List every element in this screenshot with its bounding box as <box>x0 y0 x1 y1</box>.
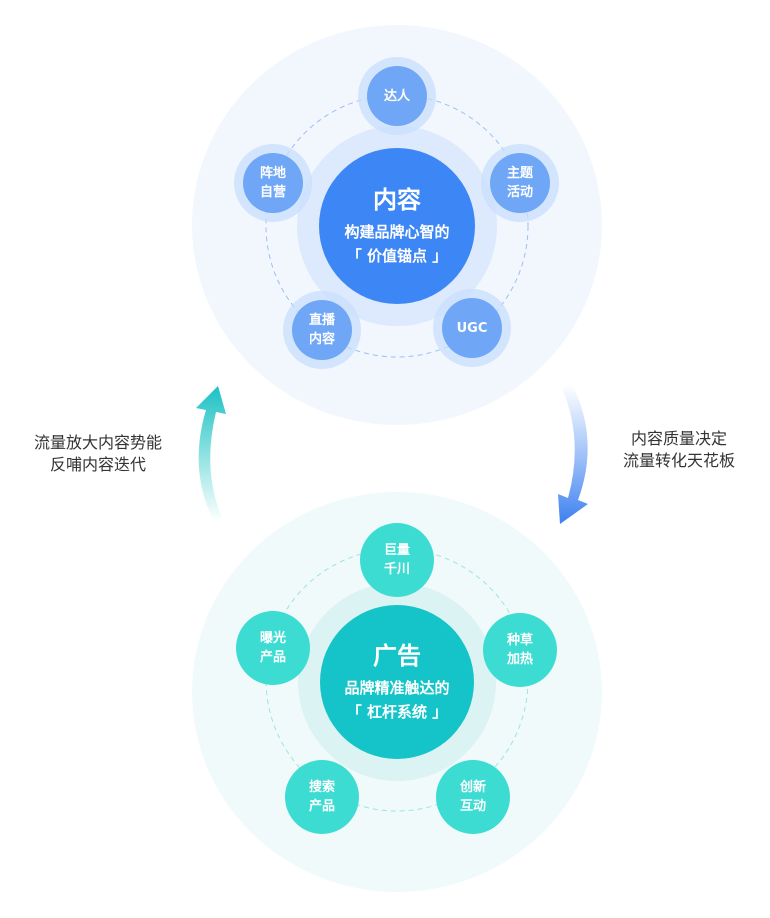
satellite-label: 千川 <box>383 562 410 577</box>
ad-title: 广告 <box>373 642 421 670</box>
satellite-label: 主题 <box>506 166 533 181</box>
satellite-label: 搜索 <box>308 780 335 795</box>
satellite-node: 曝光产品 <box>236 611 310 685</box>
satellite-label: 直播 <box>308 313 335 328</box>
satellite-label: 曝光 <box>259 631 286 646</box>
satellite-label: 种草 <box>506 633 533 648</box>
satellite-label: 创新 <box>459 780 486 795</box>
satellite-label: UGC <box>456 320 488 336</box>
ad-subtitle-2: 「 杠杆系统 」 <box>346 703 448 721</box>
satellite-label: 互动 <box>459 799 486 814</box>
satellite-label: 活动 <box>506 185 533 200</box>
satellite-label: 阵地 <box>259 166 286 181</box>
left-up-arrow <box>196 386 226 522</box>
right-label-line1: 内容质量决定 <box>630 429 727 448</box>
left-label-line1: 流量放大内容势能 <box>33 433 162 452</box>
satellite-node: 巨量千川 <box>360 523 434 597</box>
satellite-node: 搜索产品 <box>285 760 359 834</box>
satellite-node: 直播内容 <box>292 300 352 360</box>
satellite-node: 种草加热 <box>483 613 557 687</box>
satellite-node: 创新互动 <box>436 760 510 834</box>
content-dashed-ring <box>265 94 529 358</box>
ad-center-circle: 广告 品牌精准触达的 「 杠杆系统 」 <box>320 605 474 759</box>
satellite-node: UGC <box>442 298 502 358</box>
satellite-label: 产品 <box>259 650 286 665</box>
right-down-arrow <box>558 384 588 524</box>
content-title: 内容 <box>373 186 421 214</box>
satellite-label: 自营 <box>259 185 286 200</box>
satellite-label: 产品 <box>308 799 335 814</box>
content-subtitle-2: 「 价值锚点 」 <box>346 247 448 265</box>
ad-subtitle-1: 品牌精准触达的 <box>344 679 450 697</box>
right-arrow-label: 内容质量决定 流量转化天花板 <box>604 428 754 472</box>
satellite-node: 阵地自营 <box>243 153 303 213</box>
left-label-line2: 反哺内容迭代 <box>49 455 146 474</box>
left-arrow-label: 流量放大内容势能 反哺内容迭代 <box>14 432 182 476</box>
content-center-circle: 内容 构建品牌心智的 「 价值锚点 」 <box>319 148 475 304</box>
satellite-node: 主题活动 <box>490 153 550 213</box>
satellite-label: 内容 <box>308 332 335 347</box>
satellite-label: 巨量 <box>383 543 410 558</box>
satellite-node: 达人 <box>367 66 427 126</box>
satellite-label: 加热 <box>506 652 533 667</box>
right-label-line2: 流量转化天花板 <box>622 451 735 470</box>
content-subtitle-1: 构建品牌心智的 <box>344 223 450 241</box>
satellite-label: 达人 <box>383 88 410 104</box>
